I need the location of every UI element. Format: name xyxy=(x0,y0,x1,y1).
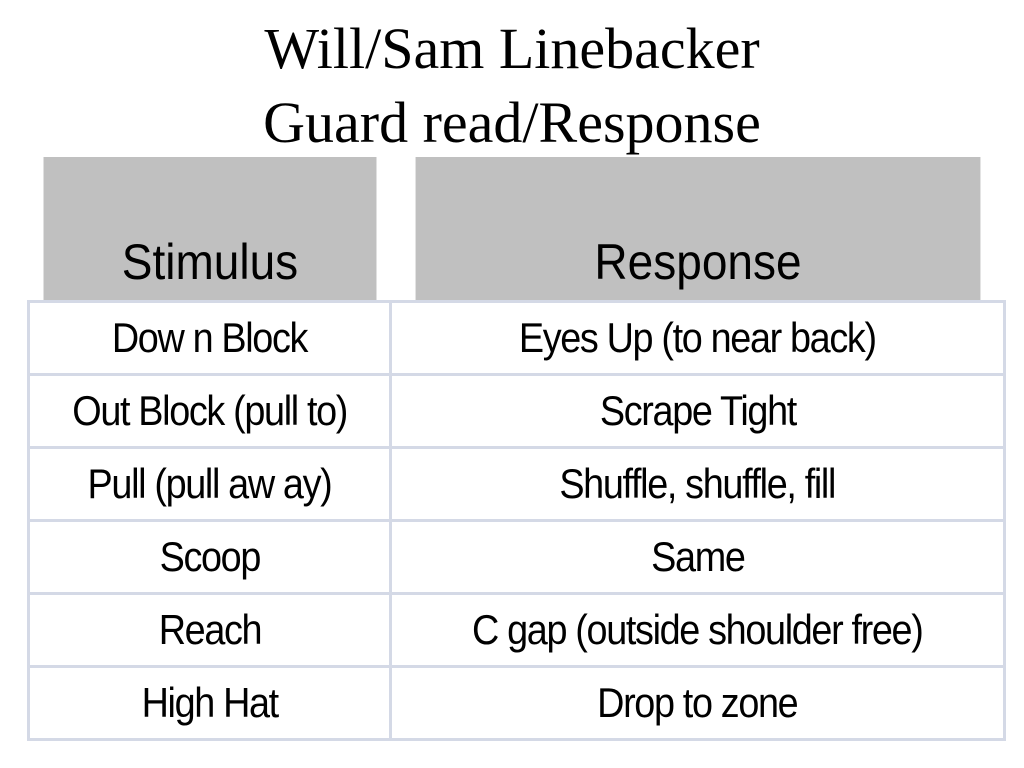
stimulus-response-table: Stimulus Response Dow n Block Eyes Up (t… xyxy=(27,157,1006,741)
response-cell: Scrape Tight xyxy=(389,373,1006,449)
stimulus-cell: Pull (pull aw ay) xyxy=(27,446,392,522)
stimulus-text: Dow n Block xyxy=(111,314,309,361)
response-cell: Eyes Up (to near back) xyxy=(389,300,1006,376)
title-line-2: Guard read/Response xyxy=(263,90,761,155)
stimulus-cell: High Hat xyxy=(27,665,392,741)
response-text: Shuffle, shuffle, fill xyxy=(559,460,837,507)
response-text: Scrape Tight xyxy=(599,387,796,434)
response-text: Drop to zone xyxy=(597,679,799,726)
stimulus-cell: Scoop xyxy=(27,519,392,595)
response-cell: Drop to zone xyxy=(389,665,1006,741)
table-row: Scoop Same xyxy=(27,519,1006,595)
stimulus-cell: Out Block (pull to) xyxy=(27,373,392,449)
table-body: Dow n Block Eyes Up (to near back) Out B… xyxy=(27,300,1006,741)
response-cell: Shuffle, shuffle, fill xyxy=(389,446,1006,522)
stimulus-text: Reach xyxy=(158,606,262,653)
response-text: C gap (outside shoulder free) xyxy=(472,606,924,653)
response-cell: C gap (outside shoulder free) xyxy=(389,592,1006,668)
stimulus-text: Scoop xyxy=(159,533,261,580)
table-row: High Hat Drop to zone xyxy=(27,665,1006,741)
stimulus-text: High Hat xyxy=(141,679,279,726)
header-stimulus: Stimulus xyxy=(42,157,377,302)
table-header: Stimulus Response xyxy=(29,157,1005,302)
slide-title: Will/Sam Linebacker Guard read/Response xyxy=(0,12,1024,160)
header-row: Stimulus Response xyxy=(29,157,1005,302)
table-row: Pull (pull aw ay) Shuffle, shuffle, fill xyxy=(27,446,1006,522)
header-response: Response xyxy=(415,157,980,302)
response-cell: Same xyxy=(389,519,1006,595)
stimulus-text: Pull (pull aw ay) xyxy=(87,460,333,507)
response-text: Same xyxy=(650,533,746,580)
stimulus-text: Out Block (pull to) xyxy=(72,387,348,434)
title-line-1: Will/Sam Linebacker xyxy=(264,16,760,81)
stimulus-cell: Reach xyxy=(27,592,392,668)
table-row: Dow n Block Eyes Up (to near back) xyxy=(27,300,1006,376)
table-row: Out Block (pull to) Scrape Tight xyxy=(27,373,1006,449)
stimulus-cell: Dow n Block xyxy=(27,300,392,376)
response-text: Eyes Up (to near back) xyxy=(519,314,877,361)
table-row: Reach C gap (outside shoulder free) xyxy=(27,592,1006,668)
